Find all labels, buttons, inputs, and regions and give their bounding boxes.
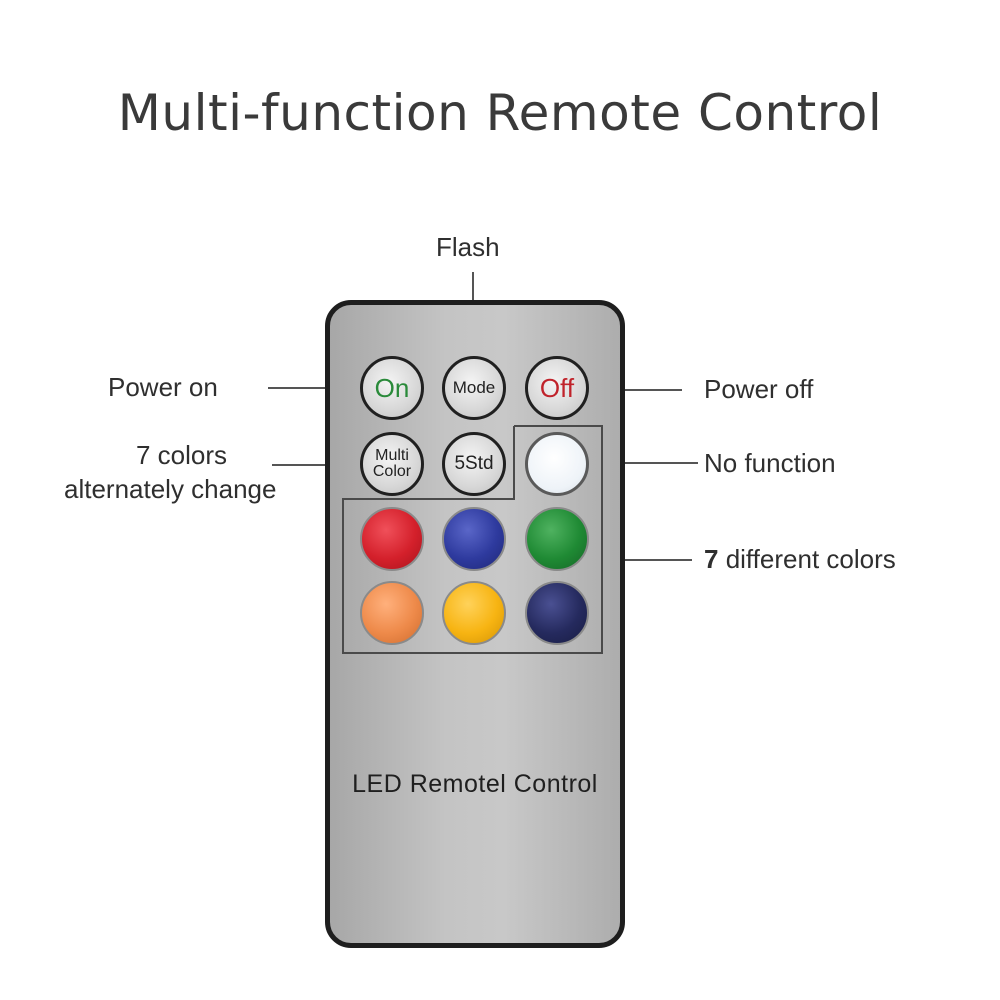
callout-seven-colors-text: different colors xyxy=(718,544,896,574)
navy-button[interactable] xyxy=(525,581,589,645)
green-button[interactable] xyxy=(525,507,589,571)
leader-line-power-off xyxy=(592,389,682,391)
white-button[interactable] xyxy=(525,432,589,496)
std-button-label: 5Std xyxy=(454,453,494,474)
blue-button[interactable] xyxy=(442,507,506,571)
multi-color-button-label-line1: Multi xyxy=(375,447,409,464)
leader-line-power-on xyxy=(268,387,358,389)
std-button[interactable]: 5Std xyxy=(442,432,506,496)
callout-flash: Flash xyxy=(436,232,500,262)
off-button-label: Off xyxy=(539,372,575,403)
on-button[interactable]: On xyxy=(360,356,424,420)
remote-label: LED Remotel Control xyxy=(352,770,598,798)
leader-line-multi-color xyxy=(272,464,362,466)
mode-button[interactable]: Mode xyxy=(442,356,506,420)
multi-color-button-label-line2: Color xyxy=(372,463,412,480)
callout-power-off: Power off xyxy=(704,374,814,404)
multi-color-button[interactable]: Multi Color xyxy=(360,432,424,496)
callout-power-on: Power on xyxy=(108,372,218,402)
red-button[interactable] xyxy=(360,507,424,571)
callout-multi-color-line1: 7 colors xyxy=(136,440,228,470)
off-button[interactable]: Off xyxy=(525,356,589,420)
page-title: Multi-function Remote Control xyxy=(117,84,883,142)
callout-no-function: No function xyxy=(704,448,836,478)
callout-seven-colors: 7 different colors xyxy=(704,544,896,575)
callout-seven-colors-number: 7 xyxy=(704,544,719,574)
mode-button-label: Mode xyxy=(452,378,496,397)
leader-line-seven-colors xyxy=(600,559,692,561)
orange-button[interactable] xyxy=(360,581,424,645)
on-button-label: On xyxy=(374,372,410,403)
yellow-button[interactable] xyxy=(442,581,506,645)
callout-multi-color-line2: alternately change xyxy=(64,474,277,504)
